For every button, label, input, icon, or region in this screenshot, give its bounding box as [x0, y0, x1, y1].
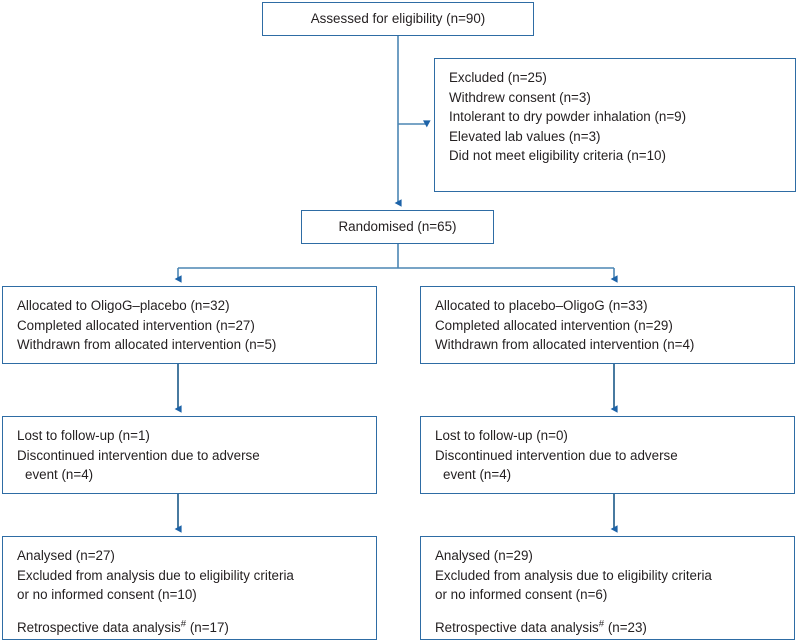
- analysed-right-retrospective-prefix: Retrospective data analysis: [435, 619, 599, 635]
- node-followup-left: Lost to follow-up (n=1) Discontinued int…: [2, 416, 377, 494]
- node-followup-right: Lost to follow-up (n=0) Discontinued int…: [420, 416, 795, 494]
- node-randomised: Randomised (n=65): [301, 210, 494, 244]
- analysed-left-retrospective-suffix: (n=17): [186, 619, 229, 635]
- analysed-left-line-excluded: Excluded from analysis due to eligibilit…: [17, 567, 294, 583]
- follow-left-line-lost: Lost to follow-up (n=1): [17, 428, 150, 443]
- excluded-line-elevated-lab: Elevated lab values (n=3): [449, 128, 601, 144]
- analysed-left-spacer: [17, 605, 364, 618]
- analysed-right-line-consent: or no informed consent (n=6): [435, 587, 608, 603]
- excluded-line-total: Excluded (n=25): [449, 70, 547, 85]
- analysed-left-line-analysed: Analysed (n=27): [17, 548, 115, 563]
- excluded-line-withdrew-consent: Withdrew consent (n=3): [449, 89, 591, 105]
- alloc-left-line-completed: Completed allocated intervention (n=27): [17, 317, 255, 333]
- analysed-right-retrospective-suffix: (n=23): [604, 619, 647, 635]
- excluded-line-criteria: Did not meet eligibility criteria (n=10): [449, 148, 666, 164]
- alloc-right-line-allocated: Allocated to placebo–OligoG (n=33): [435, 298, 648, 313]
- alloc-left-line-allocated: Allocated to OligoG–placebo (n=32): [17, 298, 230, 313]
- node-analysed-right: Analysed (n=29) Excluded from analysis d…: [420, 536, 795, 640]
- analysed-right-line-excluded: Excluded from analysis due to eligibilit…: [435, 567, 712, 583]
- node-allocation-oligog-placebo: Allocated to OligoG–placebo (n=32) Compl…: [2, 286, 377, 364]
- node-allocation-placebo-oligog: Allocated to placebo–OligoG (n=33) Compl…: [420, 286, 795, 364]
- node-randomised-label: Randomised (n=65): [338, 219, 457, 235]
- analysed-right-footnote-marker: #: [598, 618, 605, 630]
- node-excluded: Excluded (n=25) Withdrew consent (n=3) I…: [434, 58, 796, 192]
- analysed-right-line-analysed: Analysed (n=29): [435, 548, 533, 563]
- connector-randomised-split: [174, 244, 618, 283]
- analysed-left-footnote-marker: #: [180, 618, 187, 630]
- analysed-left-retrospective-prefix: Retrospective data analysis: [17, 619, 181, 635]
- excluded-line-intolerant: Intolerant to dry powder inhalation (n=9…: [449, 109, 687, 125]
- analysed-right-line-retrospective: Retrospective data analysis# (n=23): [435, 618, 782, 638]
- node-assessed-label: Assessed for eligibility (n=90): [310, 11, 486, 27]
- analysed-right-spacer: [435, 605, 782, 618]
- node-assessed-for-eligibility: Assessed for eligibility (n=90): [262, 2, 534, 36]
- analysed-left-line-consent: or no informed consent (n=10): [17, 587, 197, 603]
- follow-left-line-discontinued: Discontinued intervention due to adverse: [17, 447, 260, 463]
- follow-left-line-event: event (n=4): [25, 467, 94, 483]
- follow-right-line-event: event (n=4): [443, 467, 512, 483]
- alloc-right-line-withdrawn: Withdrawn from allocated intervention (n…: [435, 337, 695, 353]
- alloc-left-line-withdrawn: Withdrawn from allocated intervention (n…: [17, 337, 277, 353]
- follow-right-line-discontinued: Discontinued intervention due to adverse: [435, 447, 678, 463]
- follow-right-line-lost: Lost to follow-up (n=0): [435, 428, 568, 443]
- node-analysed-left: Analysed (n=27) Excluded from analysis d…: [2, 536, 377, 640]
- alloc-right-line-completed: Completed allocated intervention (n=29): [435, 317, 673, 333]
- analysed-left-line-retrospective: Retrospective data analysis# (n=17): [17, 618, 364, 638]
